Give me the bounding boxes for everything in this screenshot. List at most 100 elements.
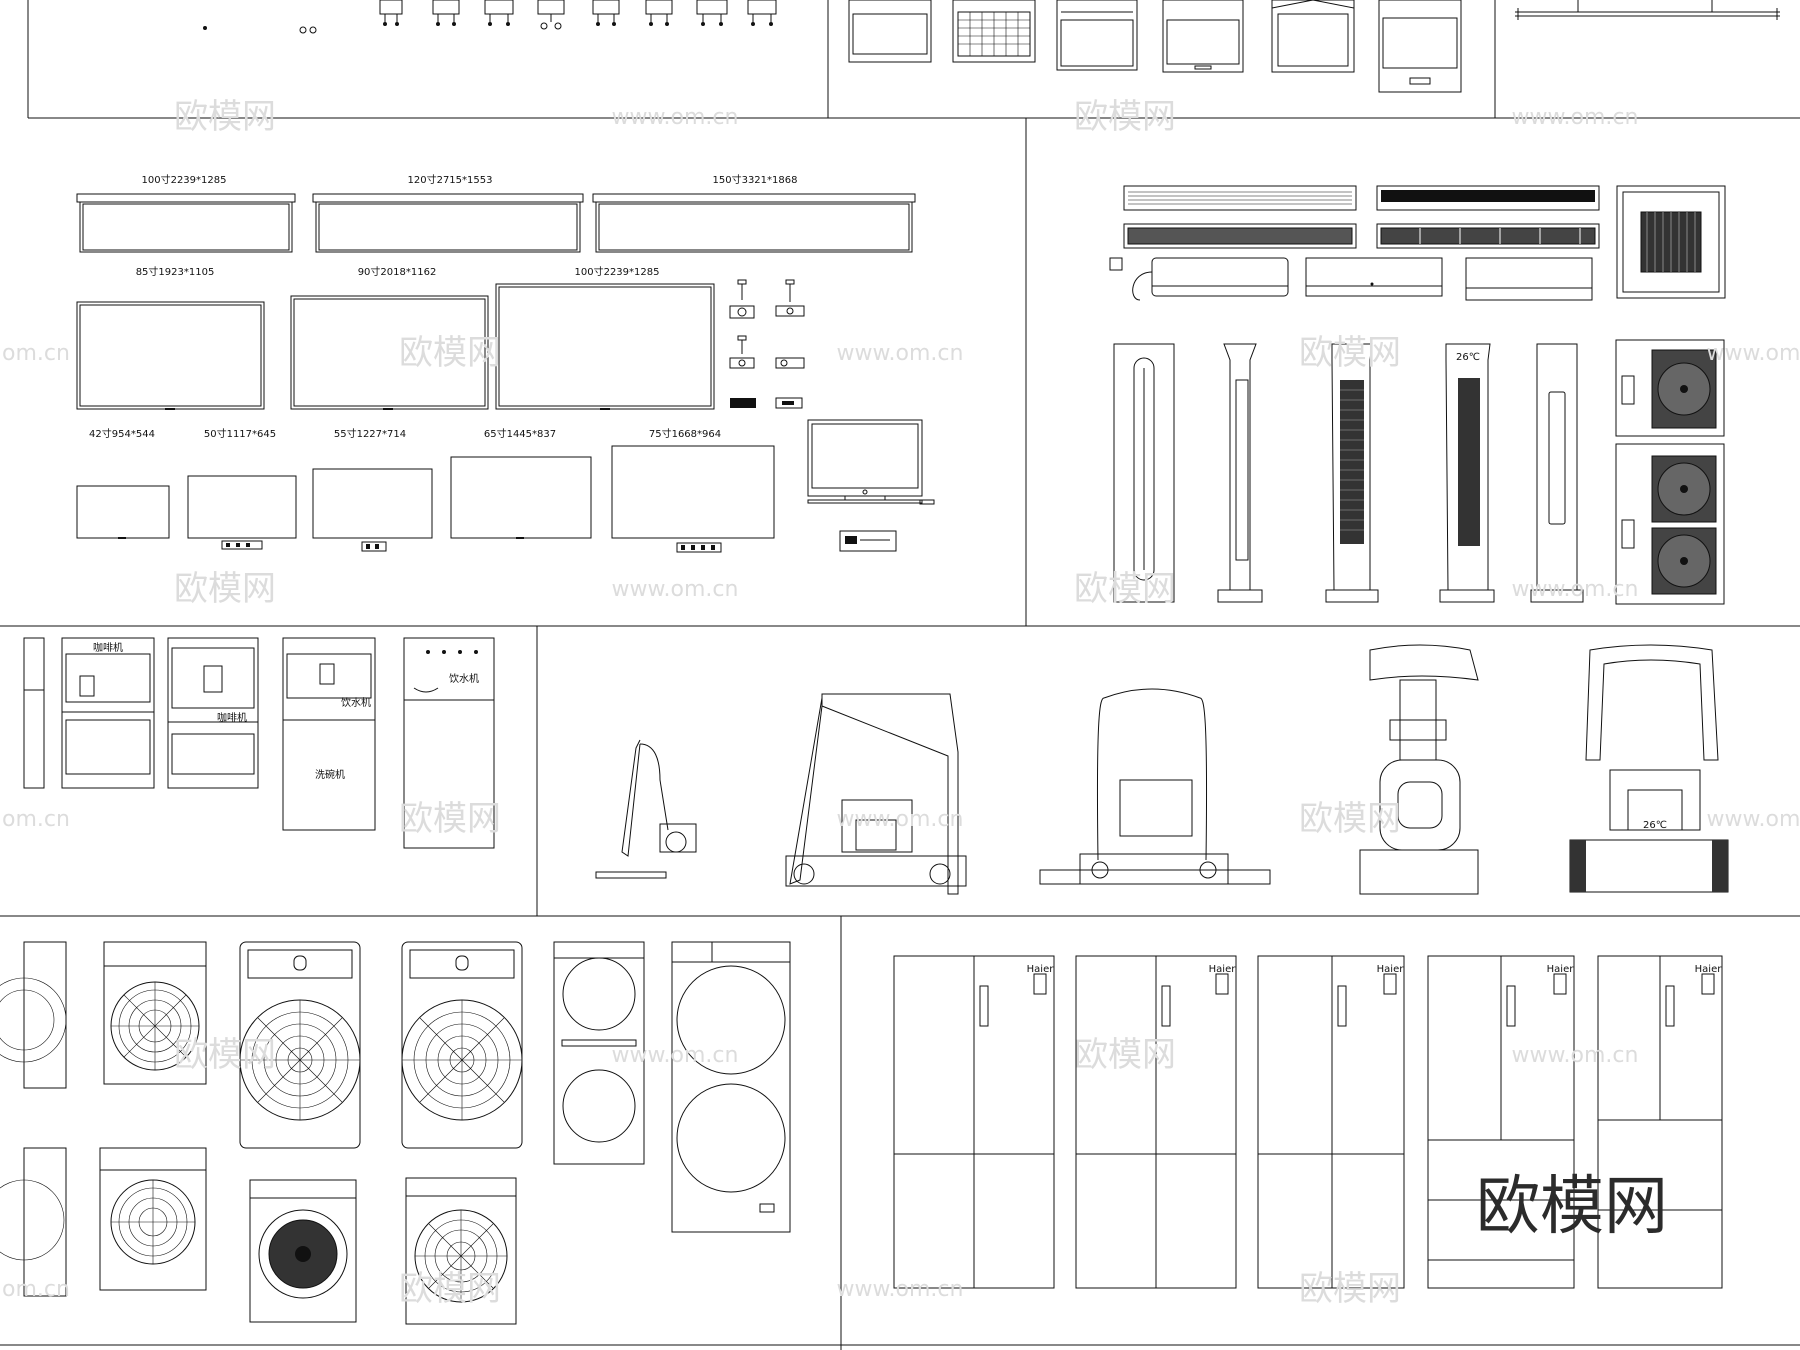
watermark-logo: 欧模网 xyxy=(1074,1035,1176,1075)
watermarks: 欧模网 www.om.cn 欧模网 www.om.cn om.cn 欧模网 ww… xyxy=(2,97,1800,1309)
tv-75 xyxy=(611,445,775,553)
watermark-url-left: om.cn xyxy=(2,807,70,832)
watermark-logo: 欧模网 xyxy=(1299,799,1401,839)
water-dispenser-label-1: 饮水机 xyxy=(341,696,371,709)
label-tv90: 90寸2018*1162 xyxy=(358,265,437,278)
watermark-url-left: om.cn xyxy=(2,341,70,366)
watermark-logo: 欧模网 xyxy=(1074,97,1176,137)
watermark-url: www.om.cn xyxy=(1707,807,1800,832)
washer-6 xyxy=(405,1177,517,1325)
washer-2 xyxy=(239,941,361,1149)
label-tv100b: 100寸2239*1285 xyxy=(575,265,660,278)
fridge-brand-1: Haier xyxy=(1027,964,1055,975)
fridge-4: Haier xyxy=(1427,955,1575,1289)
water-dispenser: 饮水机 xyxy=(403,637,495,849)
fridge-panel: Haier Haier Haier Haier Haier xyxy=(893,955,1723,1289)
watermark-logo: 欧模网 xyxy=(399,333,501,373)
ac-temperature-display: 26℃ xyxy=(1456,352,1480,363)
fridge-brand-5: Haier xyxy=(1695,964,1723,975)
fridge-2: Haier xyxy=(1075,955,1237,1289)
tv-50 xyxy=(187,475,297,550)
washer-panel xyxy=(0,941,791,1325)
electric-mower xyxy=(1359,644,1479,895)
outdoor-ac-units xyxy=(1615,339,1725,605)
watermark-url: www.om.cn xyxy=(1512,1043,1639,1068)
watermark-logo: 欧模网 xyxy=(1074,569,1176,609)
fridge-1: Haier xyxy=(893,955,1055,1289)
top-rail xyxy=(1515,0,1780,20)
water-dispenser-label-2: 饮水机 xyxy=(449,672,479,685)
watermark-url: www.om.cn xyxy=(1512,577,1639,602)
label-tv85: 85寸1923*1105 xyxy=(136,265,215,278)
projection-screen-150 xyxy=(592,193,916,253)
fridge-brand-4: Haier xyxy=(1547,964,1575,975)
fridge-3: Haier xyxy=(1257,955,1405,1289)
coffee-machine-label-2: 咖啡机 xyxy=(217,711,247,724)
ride-mower-front xyxy=(1039,688,1271,885)
top-ovens xyxy=(848,0,1462,93)
watermark-logo: 欧模网 xyxy=(174,1035,276,1075)
kitchen-panel: 咖啡机 咖啡机 饮水机 洗碗机 饮水机 xyxy=(23,637,495,849)
watermark-url: www.om.cn xyxy=(837,1277,964,1302)
washer-4 xyxy=(99,1147,207,1291)
projection-screen-100 xyxy=(76,193,296,253)
dishwasher-label: 洗碗机 xyxy=(315,768,345,781)
label-tv75: 75寸1668*964 xyxy=(649,427,721,440)
dishwasher-cabinet: 饮水机 洗碗机 xyxy=(282,637,376,831)
watermark-url: www.om.cn xyxy=(612,577,739,602)
watermark-logo: 欧模网 xyxy=(1299,1269,1401,1309)
push-mower xyxy=(785,693,967,895)
wall-ac-units xyxy=(1109,257,1593,301)
watermark-url: www.om.cn xyxy=(837,807,964,832)
tv-90 xyxy=(290,295,489,410)
watermark-logo: 欧模网 xyxy=(1299,333,1401,373)
fridge-brand-3: Haier xyxy=(1377,964,1405,975)
label-tv150: 150寸3321*1868 xyxy=(713,173,798,186)
watermark-logo-large: 欧模网 xyxy=(1476,1170,1668,1244)
mower-temperature-display: 26℃ xyxy=(1643,820,1667,831)
coffee-machine-label-1: 咖啡机 xyxy=(93,641,123,654)
ceiling-cassette-ac xyxy=(1616,185,1726,299)
tv-55 xyxy=(312,468,433,552)
coffee-machine-2: 咖啡机 xyxy=(167,637,259,789)
watermark-url: www.om.cn xyxy=(1707,341,1800,366)
label-tv120: 120寸2715*1553 xyxy=(408,173,493,186)
washer-partial-left xyxy=(0,941,67,1297)
watermark-url: www.om.cn xyxy=(612,105,739,130)
gas-mower: 26℃ xyxy=(1569,644,1729,893)
fridge-5: Haier xyxy=(1597,955,1723,1289)
ac-panel: 26℃ xyxy=(1109,185,1726,605)
label-tv55: 55寸1227*714 xyxy=(334,427,406,440)
vacuum-cleaner xyxy=(595,739,697,879)
tv-42 xyxy=(76,485,170,539)
label-tv50: 50寸1117*645 xyxy=(204,427,276,440)
watermark-url: www.om.cn xyxy=(837,341,964,366)
tv-100 xyxy=(495,283,715,410)
tv-panel: 100寸2239*1285 120寸2715*1553 150寸3321*186… xyxy=(76,173,935,553)
label-tv42: 42寸954*544 xyxy=(89,427,155,440)
watermark-logo: 欧模网 xyxy=(399,799,501,839)
washer-3 xyxy=(401,941,523,1149)
watermark-url: www.om.cn xyxy=(612,1043,739,1068)
watermark-url-left: om.cn xyxy=(2,1277,70,1302)
projection-screen-120 xyxy=(312,193,584,253)
label-tv100: 100寸2239*1285 xyxy=(142,173,227,186)
fridge-brand-2: Haier xyxy=(1209,964,1237,975)
watermark-logo: 欧模网 xyxy=(174,97,276,137)
tall-washer-dryer xyxy=(671,941,791,1233)
desktop-computer xyxy=(807,419,935,552)
ac-grilles xyxy=(1123,185,1600,249)
tv-85 xyxy=(76,301,265,410)
tower-ac-units: 26℃ xyxy=(1113,343,1584,603)
stacked-washer-dryer xyxy=(553,941,645,1165)
watermark-url: www.om.cn xyxy=(1512,105,1639,130)
watermark-logo: 欧模网 xyxy=(399,1269,501,1309)
watermark-logo: 欧模网 xyxy=(174,569,276,609)
tv-65 xyxy=(450,456,592,539)
coffee-machine-1: 咖啡机 xyxy=(61,637,155,789)
projectors xyxy=(729,279,805,409)
washer-1 xyxy=(103,941,207,1085)
garden-panel: 26℃ xyxy=(595,644,1729,895)
